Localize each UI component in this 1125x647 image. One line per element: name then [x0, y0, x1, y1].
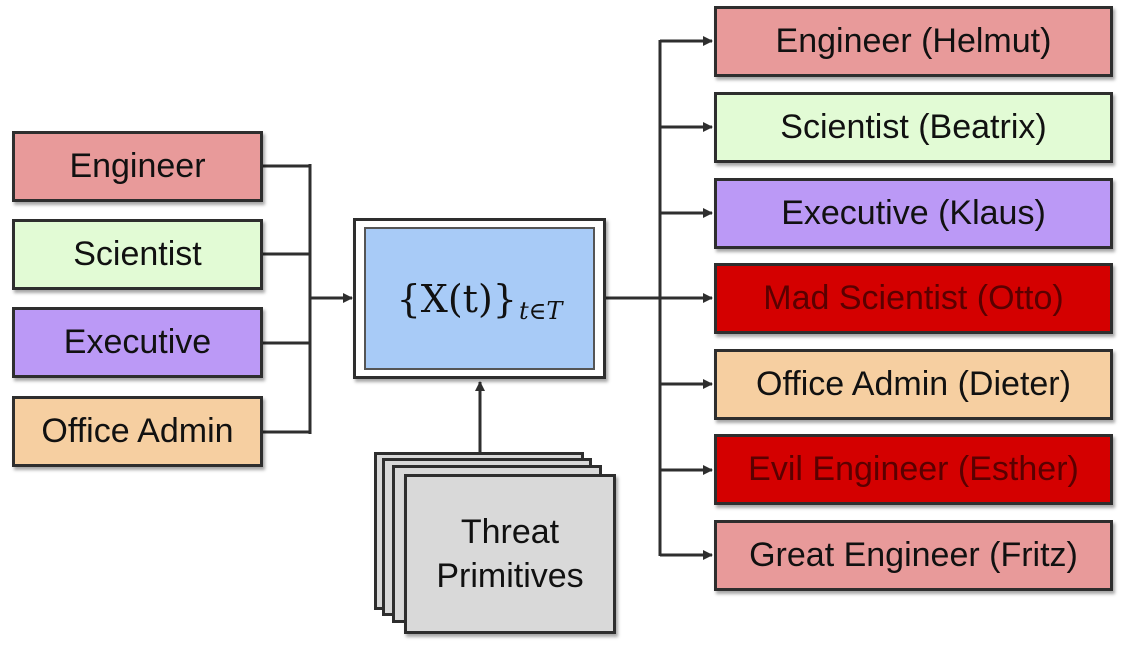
output-label: Engineer (Helmut) — [775, 22, 1052, 60]
role-label: Engineer — [69, 147, 206, 185]
threat-primitives-line1: Threat — [460, 513, 560, 551]
stochastic-process-inner: {X(t)}t∈T — [364, 227, 595, 370]
role-engineer-box: Engineer — [12, 131, 263, 202]
role-label: Office Admin — [41, 412, 234, 450]
formula-main: {X(t)} — [396, 276, 517, 321]
role-label: Scientist — [73, 235, 202, 273]
stochastic-process-formula: {X(t)}t∈T — [366, 229, 593, 368]
output-label: Great Engineer (Fritz) — [749, 536, 1078, 574]
output-label: Executive (Klaus) — [781, 194, 1046, 232]
output-mad-scientist-otto-box: Mad Scientist (Otto) — [714, 263, 1113, 334]
formula-subscript: t∈T — [518, 296, 563, 325]
threat-primitives-line2: Primitives — [436, 557, 584, 595]
output-engineer-helmut-box: Engineer (Helmut) — [714, 6, 1113, 77]
output-label: Office Admin (Dieter) — [756, 365, 1071, 403]
threat-primitives-box: Threat Primitives — [404, 474, 616, 634]
output-evil-engineer-esther-box: Evil Engineer (Esther) — [714, 434, 1113, 505]
stochastic-process-box: {X(t)}t∈T — [353, 218, 606, 379]
output-label: Mad Scientist (Otto) — [763, 279, 1064, 317]
output-label: Scientist (Beatrix) — [780, 108, 1047, 146]
output-label: Evil Engineer (Esther) — [748, 450, 1079, 488]
role-scientist-box: Scientist — [12, 219, 263, 290]
output-executive-klaus-box: Executive (Klaus) — [714, 178, 1113, 249]
output-office-admin-dieter-box: Office Admin (Dieter) — [714, 349, 1113, 420]
role-office-admin-box: Office Admin — [12, 396, 263, 467]
output-scientist-beatrix-box: Scientist (Beatrix) — [714, 92, 1113, 163]
role-executive-box: Executive — [12, 307, 263, 378]
output-great-engineer-fritz-box: Great Engineer (Fritz) — [714, 520, 1113, 591]
role-label: Executive — [63, 323, 212, 361]
